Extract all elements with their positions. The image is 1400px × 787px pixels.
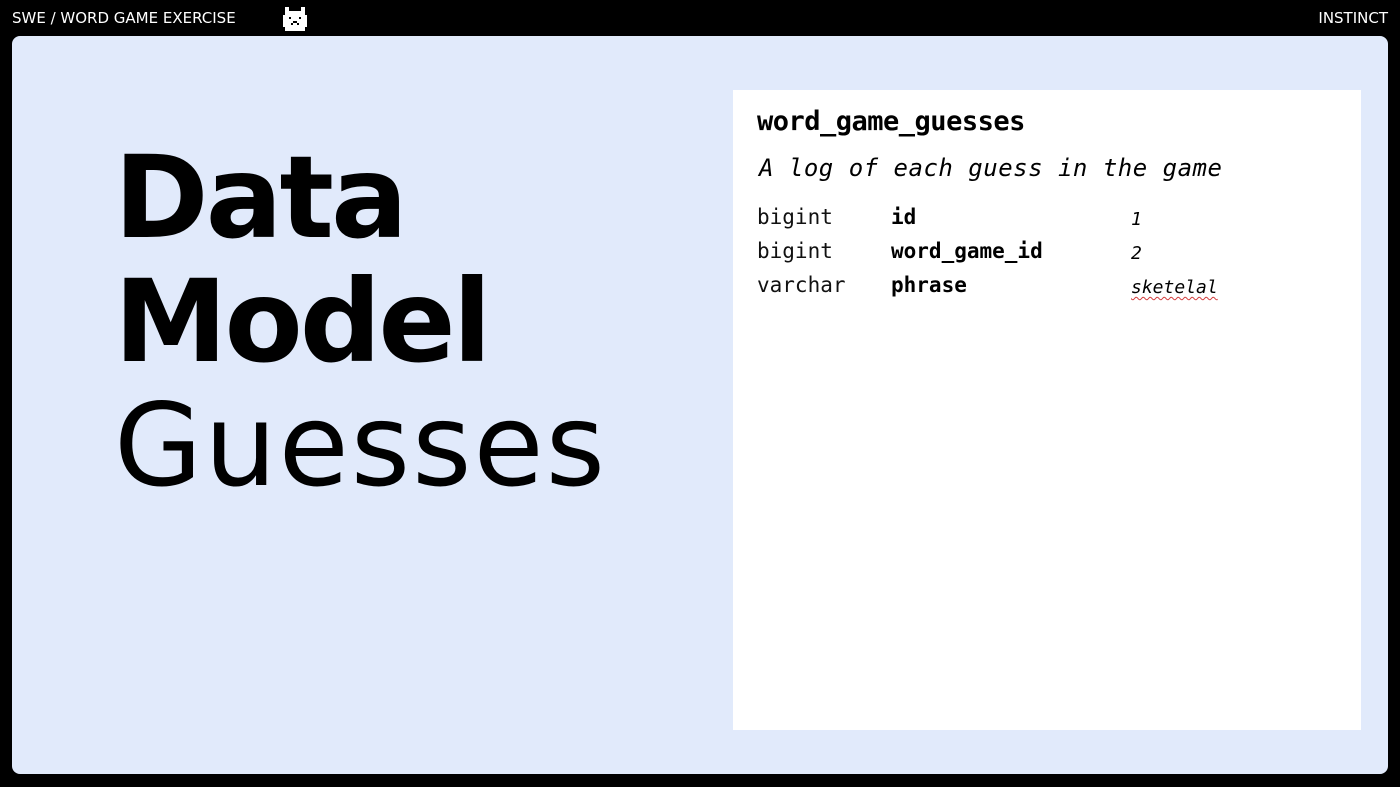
title-line-data: Data <box>114 131 408 264</box>
pixel-cat-icon <box>281 5 309 33</box>
title-line-model: Model <box>114 255 492 388</box>
brand-name: INSTINCT <box>1318 9 1388 27</box>
column-example: 1 <box>1131 209 1142 230</box>
column-type: bigint <box>757 239 833 263</box>
breadcrumb: SWE / WORD GAME EXERCISE <box>12 9 236 27</box>
column-example: 2 <box>1131 243 1142 264</box>
table-name: word_game_guesses <box>757 106 1025 137</box>
column-row: bigint word_game_id 2 <box>757 236 1337 270</box>
column-row: bigint id 1 <box>757 202 1337 236</box>
slide-title: Data Model Guesses <box>114 136 607 508</box>
column-name: word_game_id <box>891 239 1043 263</box>
top-bar: SWE / WORD GAME EXERCISE INSTINCT <box>0 0 1400 36</box>
table-schema-card: word_game_guesses A log of each guess in… <box>733 90 1361 730</box>
column-type: varchar <box>757 273 846 297</box>
column-type: bigint <box>757 205 833 229</box>
column-name: id <box>891 205 917 229</box>
column-example: sketelal <box>1131 277 1218 298</box>
title-line-guesses: Guesses <box>114 379 608 512</box>
column-row: varchar phrase sketelal <box>757 270 1337 304</box>
column-name: phrase <box>891 273 967 297</box>
slide: Data Model Guesses word_game_guesses A l… <box>12 36 1388 774</box>
column-list: bigint id 1 bigint word_game_id 2 varcha… <box>757 202 1337 304</box>
table-description: A log of each guess in the game <box>759 154 1223 182</box>
